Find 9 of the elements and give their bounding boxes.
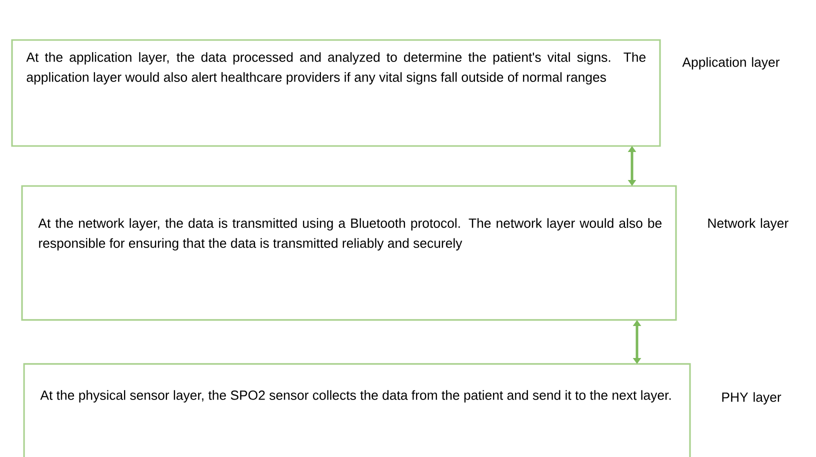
layer-label: PHY layer	[722, 392, 782, 404]
description-text: At the physical sensor layer, the SPO2 sensor collects the data from the patient and send it to the next layer.	[40, 390, 671, 402]
description-text: At the network layer, the data is transmitted using a Bluetooth protocol. The network layer would also be responsible for ensuring that the data is transmitted reliably and securely	[38, 218, 662, 250]
layer-box	[21, 185, 677, 321]
layer-box	[23, 363, 691, 457]
layer-box	[11, 39, 661, 147]
description-text: At the application layer, the data processed and analyzed to determine the patient's vital signs. The application layer would also alert healthcare providers if any vital signs fall outside of normal ranges	[26, 52, 646, 84]
layer-label: Application layer	[682, 57, 780, 70]
layer-label: Network layer	[708, 218, 788, 230]
